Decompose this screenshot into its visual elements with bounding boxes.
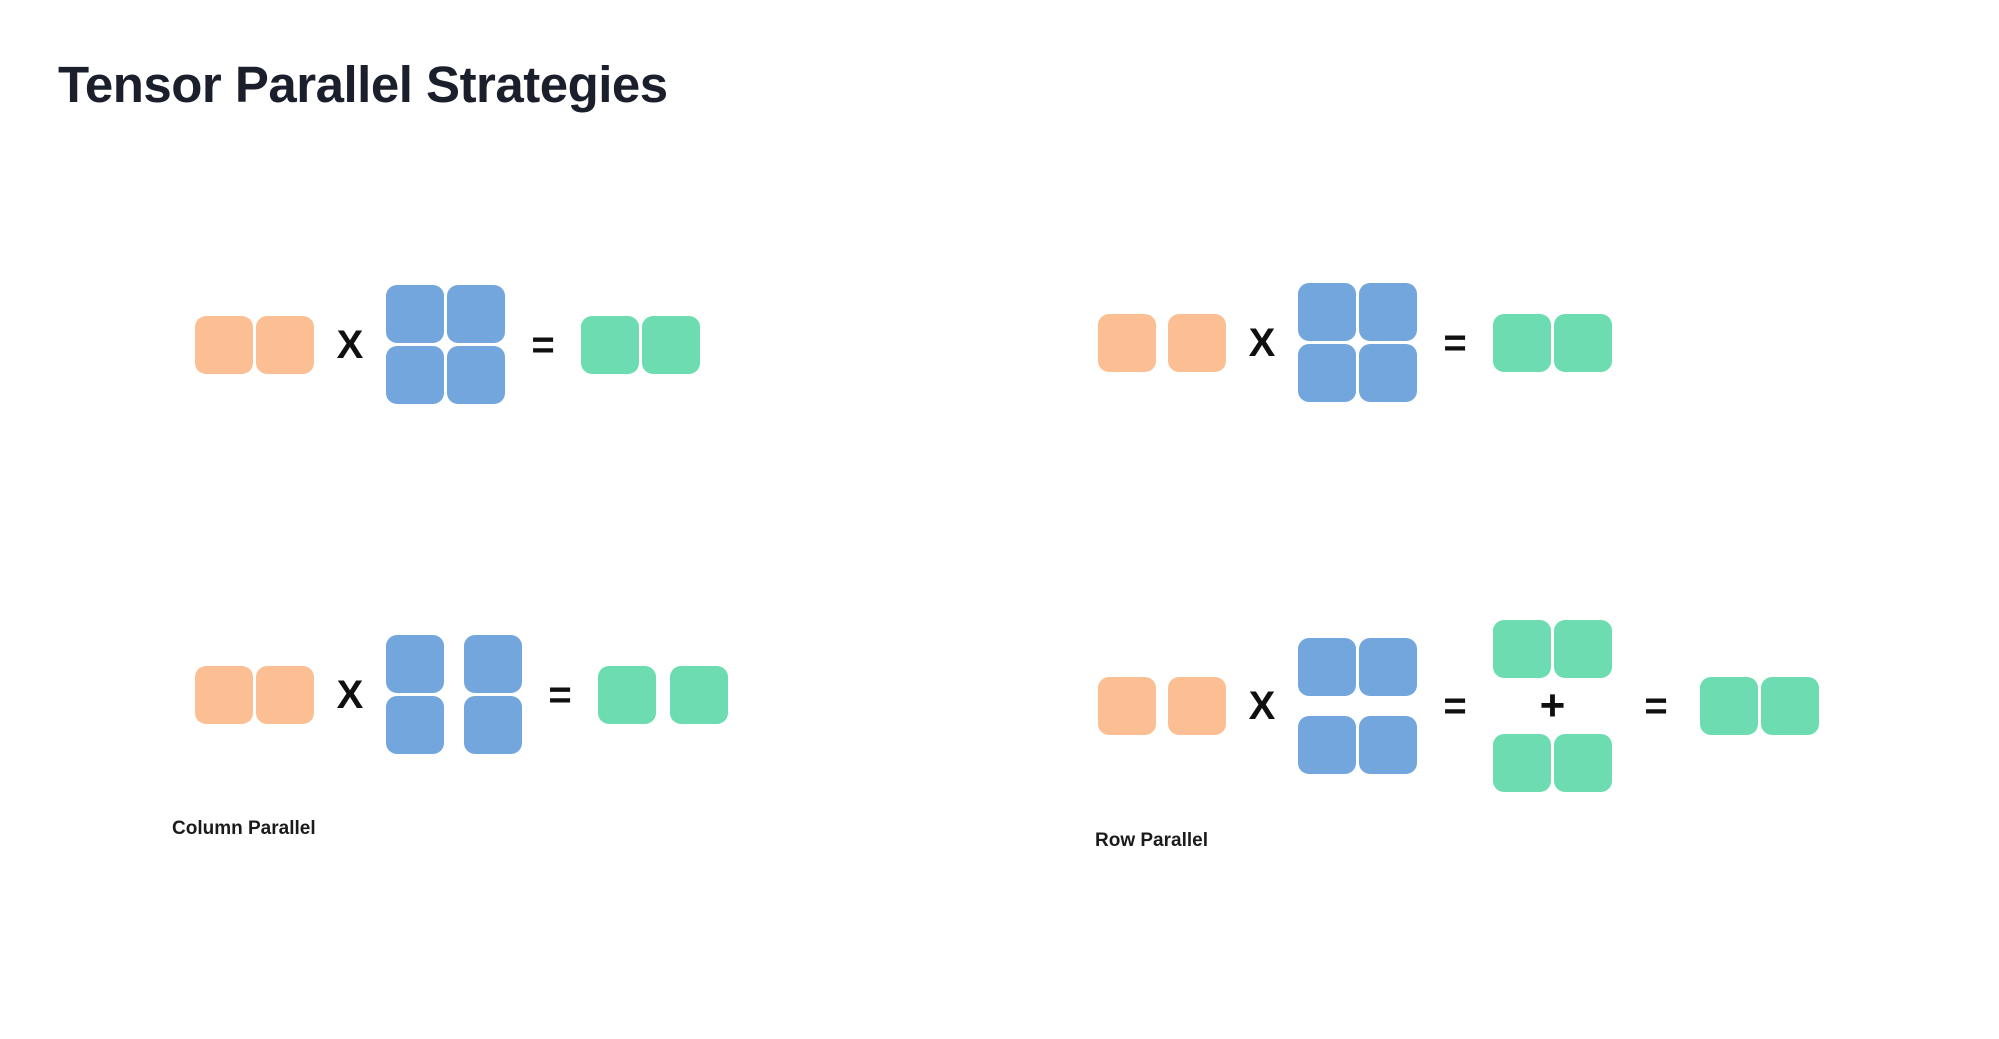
panel-column-parallel: X = X = Column P: [0, 180, 1000, 900]
tile-blue: [1298, 283, 1356, 341]
caption-row-parallel: Row Parallel: [1095, 830, 1208, 851]
operator-multiply: X: [336, 672, 364, 717]
tile-blue: [447, 346, 505, 404]
tile-orange: [1098, 677, 1156, 735]
tile-green: [1554, 313, 1612, 372]
matrix-weight-blue: [386, 285, 505, 404]
matrix-input-orange-column-split: [1098, 677, 1226, 735]
tile-blue: [447, 285, 505, 343]
tile-green: [598, 665, 656, 724]
partial-sum-stack: +: [1493, 620, 1612, 792]
tile-blue: [386, 635, 444, 693]
operator-multiply: X: [1248, 320, 1276, 365]
matrix-partial-green-first: [1493, 620, 1612, 678]
tile-blue: [1298, 344, 1356, 402]
matrix-output-green-column-split: [598, 665, 728, 724]
tile-green: [581, 315, 639, 374]
tile-green: [1554, 734, 1612, 792]
matrix-weight-blue-column-split: [386, 635, 522, 754]
equation-row-parallel-sharded: X = + =: [1098, 620, 1819, 792]
tile-blue: [1298, 638, 1356, 696]
tile-blue: [386, 696, 444, 754]
tile-green: [1761, 677, 1819, 735]
tile-orange: [1168, 677, 1226, 735]
tile-blue: [464, 635, 522, 693]
tile-orange: [256, 315, 314, 374]
tile-green: [1493, 313, 1551, 372]
tile-orange: [195, 315, 253, 374]
tile-blue: [464, 696, 522, 754]
matrix-output-green: [1493, 313, 1612, 372]
tile-blue: [1298, 716, 1356, 774]
matrix-partial-green-second: [1493, 734, 1612, 792]
operator-plus: +: [1539, 681, 1566, 730]
tile-blue: [386, 285, 444, 343]
matrix-output-green-reduced: [1700, 677, 1819, 735]
tile-orange: [256, 665, 314, 724]
matrix-output-green: [581, 315, 700, 374]
tile-blue: [1359, 716, 1417, 774]
equation-column-parallel-unsharded: X =: [195, 285, 700, 404]
equation-row-parallel-unsharded: X =: [1098, 283, 1612, 402]
operator-equals: =: [1443, 320, 1467, 365]
operator-multiply: X: [1248, 684, 1276, 728]
tile-orange: [1098, 313, 1156, 372]
equation-column-parallel-sharded: X =: [195, 635, 728, 754]
operator-equals: =: [548, 672, 572, 717]
matrix-input-orange-column-split: [1098, 313, 1226, 372]
matrix-weight-blue-row-split: [1298, 638, 1417, 774]
panel-row-parallel: X = X =: [1000, 180, 1999, 900]
tile-green: [642, 315, 700, 374]
tile-blue: [386, 346, 444, 404]
operator-equals: =: [1443, 684, 1467, 728]
tile-blue: [1359, 283, 1417, 341]
page-title: Tensor Parallel Strategies: [58, 56, 668, 113]
operator-equals: =: [531, 322, 555, 367]
tile-orange: [195, 665, 253, 724]
matrix-input-orange: [195, 665, 314, 724]
operator-multiply: X: [336, 322, 364, 367]
tile-blue: [1359, 344, 1417, 402]
operator-equals-final: =: [1644, 684, 1668, 728]
tile-green: [1700, 677, 1758, 735]
tile-orange: [1168, 313, 1226, 372]
matrix-input-orange: [195, 315, 314, 374]
tile-green: [1554, 620, 1612, 678]
tile-green: [1493, 734, 1551, 792]
caption-column-parallel: Column Parallel: [172, 818, 316, 839]
tile-green: [1493, 620, 1551, 678]
tile-green: [670, 665, 728, 724]
matrix-weight-blue: [1298, 283, 1417, 402]
tile-blue: [1359, 638, 1417, 696]
